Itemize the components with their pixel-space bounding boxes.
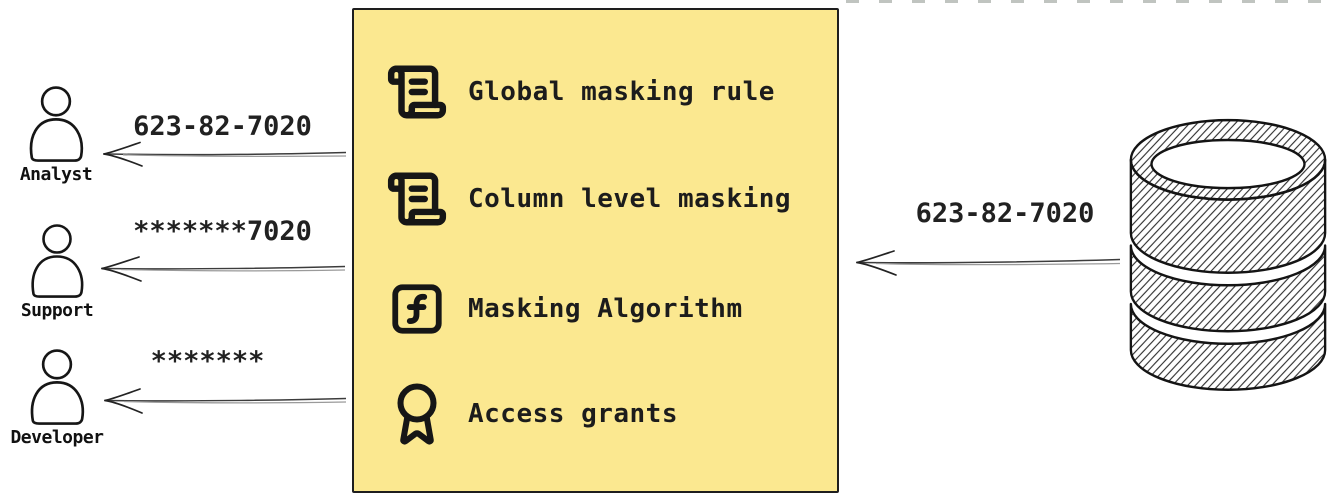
actor-developer-label: Developer (10, 427, 104, 448)
actor-analyst: Analyst (10, 86, 102, 185)
database-icon (1129, 118, 1327, 391)
flow-database-value: 623-82-7020 (915, 198, 1095, 229)
actor-developer: Developer (8, 349, 106, 448)
flow-analyst-value: 623-82-7020 (133, 111, 312, 142)
actor-support: Support (13, 224, 101, 321)
arrow-database-to-box (856, 250, 1121, 276)
flow-support-value: *******7020 (133, 216, 312, 247)
masking-algorithm-row: Masking Algorithm (384, 277, 827, 341)
function-square-icon (384, 280, 450, 338)
award-icon (384, 376, 450, 452)
flow-developer-value: ******* (150, 346, 265, 377)
access-grants-row: Access grants (384, 382, 827, 446)
column-masking-row: Column level masking (384, 167, 827, 231)
column-masking-label: Column level masking (468, 184, 792, 214)
actor-support-label: Support (20, 300, 94, 321)
person-icon (30, 349, 85, 425)
scroll-text-icon (384, 61, 450, 123)
person-icon (29, 86, 84, 162)
masking-box: Global masking rule Column level masking (352, 8, 839, 493)
masking-rule-row: Global masking rule (384, 60, 827, 124)
person-icon (31, 224, 84, 298)
scroll-text-icon (384, 168, 450, 230)
top-dashed-line (846, 0, 1340, 3)
arrow-to-support (101, 256, 346, 282)
arrow-to-developer (104, 388, 347, 414)
masking-algorithm-label: Masking Algorithm (468, 294, 743, 324)
access-grants-label: Access grants (468, 399, 678, 429)
actor-analyst-label: Analyst (19, 164, 93, 185)
masking-rule-label: Global masking rule (468, 77, 775, 107)
arrow-to-analyst (103, 141, 347, 167)
